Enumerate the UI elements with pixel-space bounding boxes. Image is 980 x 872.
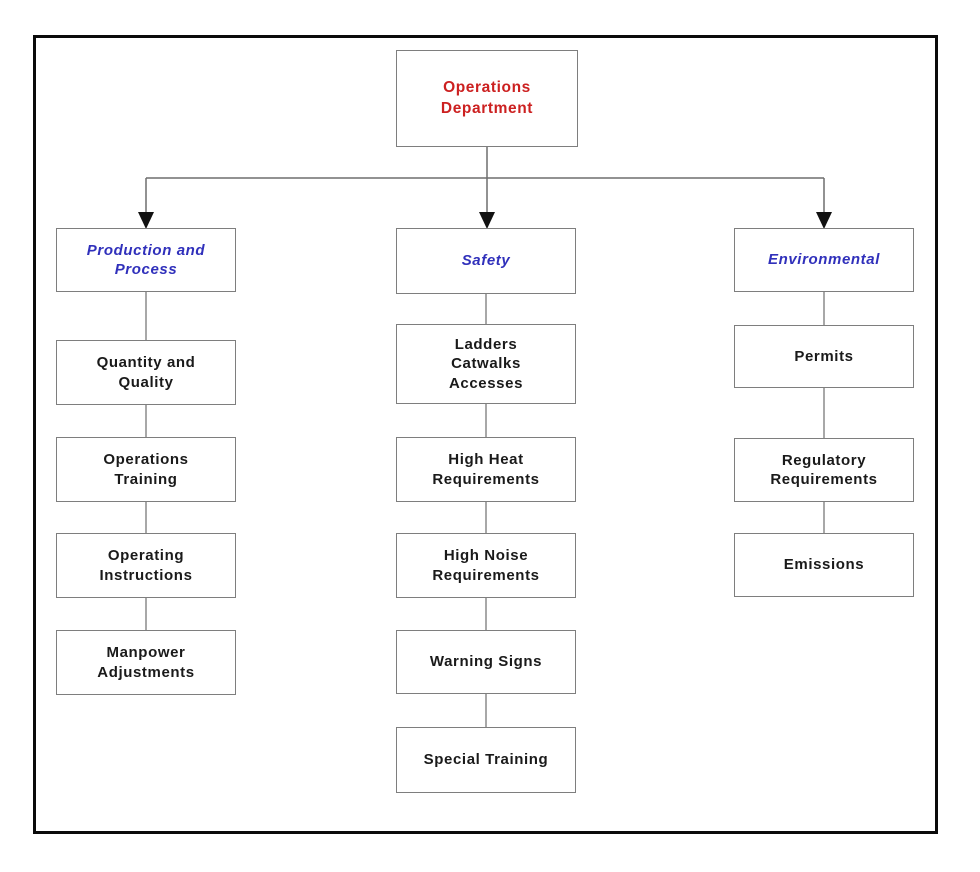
node-label: Operations Department — [440, 79, 534, 117]
node-emissions: Emissions — [734, 533, 914, 597]
node-high-heat-requirements: High Heat Requirements — [396, 437, 576, 502]
node-label: Operating Instructions — [99, 547, 193, 584]
node-label: Permits — [794, 347, 854, 365]
node-label: Regulatory Requirements — [770, 451, 878, 489]
node-label: High Heat Requirements — [432, 451, 540, 488]
node-warning-signs: Warning Signs — [396, 630, 576, 694]
node-label: Quantity and Quality — [96, 354, 196, 391]
node-label: Ladders Catwalks Accesses — [448, 335, 524, 392]
node-label: Operations Training — [103, 451, 189, 488]
node-operations-department: Operations Department — [396, 50, 578, 147]
node-label: High Noise Requirements — [432, 547, 540, 584]
node-label: Manpower Adjustments — [97, 644, 195, 681]
node-label: Safety — [461, 252, 511, 270]
node-special-training: Special Training — [396, 727, 576, 793]
node-regulatory-requirements: Regulatory Requirements — [734, 438, 914, 502]
node-safety: Safety — [396, 228, 576, 294]
node-operations-training: Operations Training — [56, 437, 236, 502]
chart-frame — [33, 35, 938, 834]
node-ladders-catwalks-accesses: Ladders Catwalks Accesses — [396, 324, 576, 404]
node-operating-instructions: Operating Instructions — [56, 533, 236, 598]
node-quantity-and-quality: Quantity and Quality — [56, 340, 236, 405]
node-permits: Permits — [734, 325, 914, 388]
node-production-and-process: Production and Process — [56, 228, 236, 292]
node-label: Environmental — [768, 251, 880, 269]
node-high-noise-requirements: High Noise Requirements — [396, 533, 576, 598]
node-manpower-adjustments: Manpower Adjustments — [56, 630, 236, 695]
node-label: Production and Process — [86, 241, 206, 279]
node-label: Special Training — [423, 751, 549, 769]
node-label: Emissions — [783, 556, 865, 574]
node-environmental: Environmental — [734, 228, 914, 292]
node-label: Warning Signs — [429, 653, 543, 671]
